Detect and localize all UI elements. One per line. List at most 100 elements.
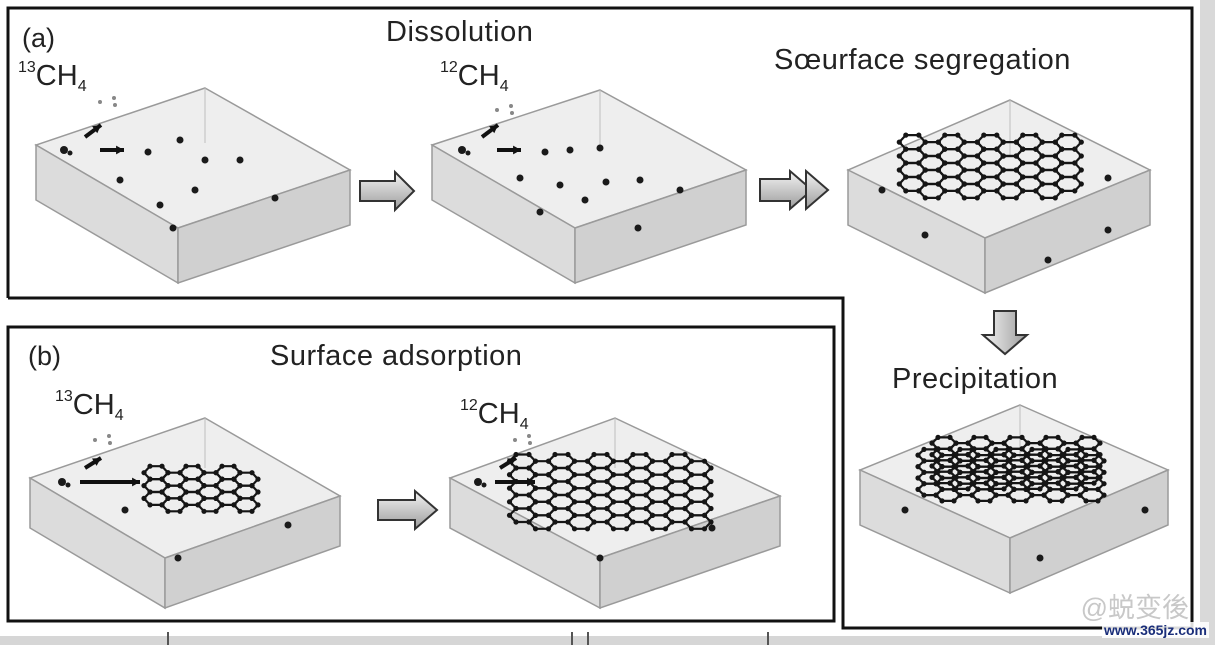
lattice-atom (513, 505, 519, 512)
lattice-atom (1039, 181, 1045, 187)
lattice-atom (1072, 146, 1078, 152)
lattice-atom (177, 495, 183, 501)
formula: CH (457, 60, 500, 92)
hydrogen-atom (495, 108, 499, 112)
lattice-atom (643, 492, 649, 498)
hydrogen-atom (510, 111, 514, 115)
lattice-atom (141, 495, 147, 501)
carbon-atom (878, 186, 886, 194)
lattice-atom (1059, 188, 1065, 194)
slab-dissolution-1 (34, 87, 352, 285)
lattice-atom (201, 495, 207, 501)
lattice-atom (545, 472, 552, 478)
arrow-head (92, 458, 101, 466)
lattice-atom (1097, 440, 1103, 446)
lattice-atom (669, 451, 675, 458)
lattice-atom (1029, 458, 1035, 464)
methane-arrow-up (83, 456, 103, 470)
lattice-atom (649, 458, 656, 464)
lattice-atom (1011, 498, 1017, 504)
isotope-number: 12 (460, 397, 478, 414)
lattice-atom (1055, 457, 1061, 463)
lattice-atom (195, 489, 201, 495)
watermark-text: @蜕变後 (1080, 593, 1189, 623)
lattice-atom (994, 188, 1000, 194)
lattice-atom (953, 452, 959, 458)
lattice-atom (994, 146, 1000, 152)
step-title-dissolution: Dissolution (386, 16, 534, 48)
slab-segregation (846, 99, 1152, 295)
panel-a-tag: (a) (22, 23, 55, 53)
carbon-atom (556, 181, 564, 189)
lattice-atom (623, 458, 630, 464)
lattice-atom (545, 485, 552, 491)
lattice-atom (526, 451, 532, 458)
lattice-atom (1077, 492, 1083, 498)
lattice-atom (1091, 446, 1097, 452)
lattice-atom (1047, 452, 1053, 458)
lattice-atom (1039, 167, 1045, 173)
lattice-atom (219, 489, 225, 495)
carbon-atom (236, 156, 244, 164)
hydrogen-atom (107, 434, 111, 438)
lattice-atom (1013, 195, 1019, 201)
lattice-atom (1001, 486, 1007, 492)
lattice-atom (147, 476, 153, 482)
lattice-atom (565, 451, 571, 458)
lattice-atom (1037, 452, 1043, 458)
lattice-atom (682, 465, 688, 471)
lattice-atom (1023, 498, 1029, 504)
lattice-atom (571, 458, 578, 464)
lattice-atom (571, 512, 578, 518)
carbon-atom (169, 224, 177, 232)
lattice-atom (971, 446, 977, 452)
lattice-atom (1047, 464, 1053, 470)
lattice-atom (975, 475, 981, 481)
carbon-atom (634, 224, 642, 232)
lattice-atom (141, 483, 147, 489)
lattice-atom (953, 486, 959, 492)
lattice-atom (147, 463, 153, 469)
lattice-atom (630, 478, 636, 485)
carbon-atom (536, 208, 544, 216)
lattice-atom (1083, 498, 1089, 504)
right-edge-strip (1200, 0, 1215, 645)
lattice-atom (545, 512, 552, 518)
carbon-atom (201, 156, 209, 164)
lattice-atom (957, 469, 963, 475)
lattice-atom (1061, 463, 1067, 469)
lattice-atom (545, 499, 552, 505)
lattice-atom (552, 451, 558, 458)
lattice-atom (1097, 452, 1103, 458)
carbon-atom (284, 521, 292, 529)
lattice-atom (177, 508, 183, 514)
lattice-atom (942, 146, 948, 152)
lattice-atom (939, 498, 945, 504)
lattice-atom (682, 519, 688, 525)
lattice-atom (1059, 132, 1065, 138)
carbon-atom (116, 176, 124, 184)
lattice-atom (896, 167, 902, 173)
lattice-atom (896, 153, 902, 159)
lattice-atom (630, 519, 636, 525)
lattice-atom (1052, 167, 1058, 173)
arrow-head (489, 125, 498, 134)
lattice-atom (183, 489, 189, 495)
lattice-atom (1033, 188, 1039, 194)
hydrogen-atom (108, 441, 112, 445)
lattice-atom (565, 465, 571, 471)
lattice-atom (249, 508, 255, 514)
lattice-atom (219, 502, 225, 508)
lattice-atom (989, 474, 995, 480)
lattice-atom (552, 492, 558, 498)
lattice-atom (971, 469, 977, 475)
lattice-atom (981, 132, 987, 138)
carbon-atom (156, 201, 164, 209)
carbon-atom (566, 146, 574, 154)
lattice-atom (1019, 469, 1025, 475)
hydrogen-atom (98, 100, 102, 104)
lattice-atom (939, 464, 945, 470)
lattice-atom (1019, 457, 1025, 463)
lattice-atom (1013, 139, 1019, 145)
